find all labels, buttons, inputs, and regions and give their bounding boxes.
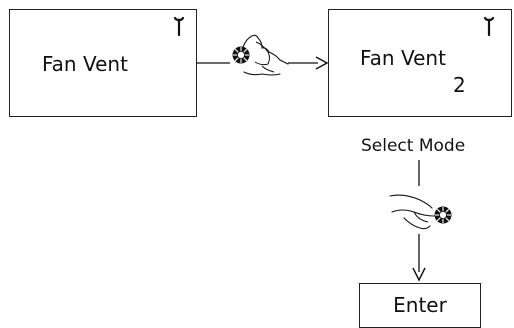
display-fan-vent-setting: Fan Vent 2 — [328, 9, 512, 117]
hand-pressing-knob-icon — [389, 194, 453, 230]
select-mode-caption: Select Mode — [361, 136, 466, 156]
arrow-right-icon — [315, 56, 329, 70]
display-value: 2 — [453, 73, 466, 97]
wrench-icon — [173, 16, 185, 37]
arrow-down-icon — [412, 267, 426, 282]
display-label: Fan Vent — [360, 46, 446, 70]
wrench-icon — [483, 16, 495, 37]
display-fan-vent: Fan Vent — [9, 9, 197, 117]
hand-turning-knob-icon — [231, 34, 289, 76]
enter-label: Enter — [393, 293, 447, 317]
display-label: Fan Vent — [42, 52, 128, 76]
